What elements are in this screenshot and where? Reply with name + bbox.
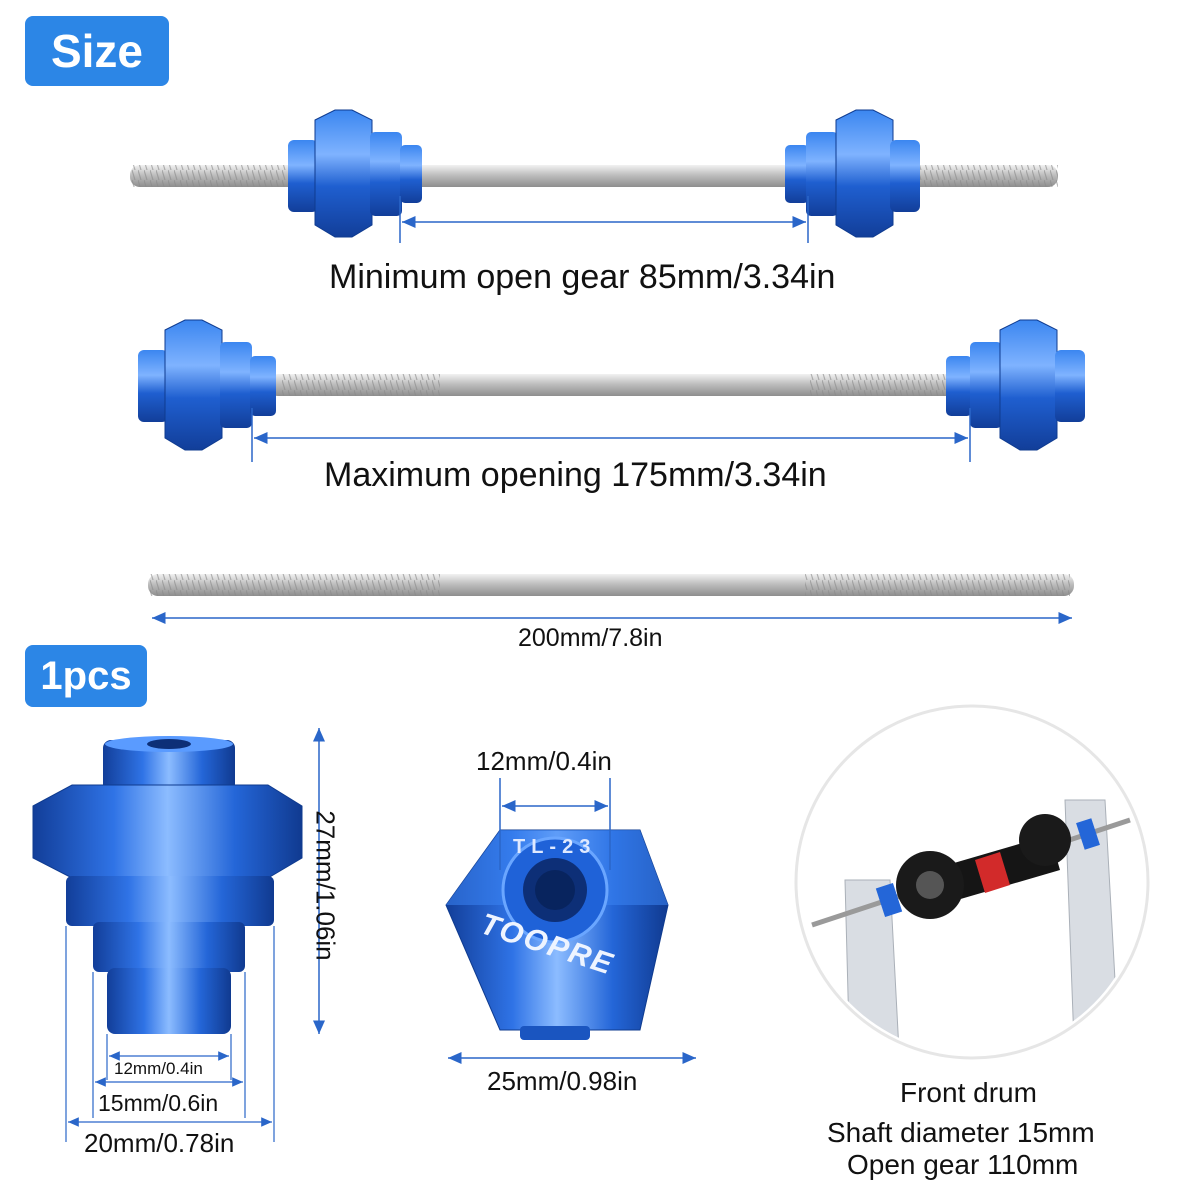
min-open-label: Minimum open gear 85mm/3.34in (329, 258, 836, 296)
cone-height-label: 27mm/1.06in (310, 810, 341, 961)
nut-detail (445, 778, 696, 1064)
rod-length-label: 200mm/7.8in (518, 624, 663, 652)
threaded-rod (148, 574, 1074, 624)
photo-caption-line1: Front drum (900, 1077, 1037, 1108)
cone-d3-label: 20mm/0.78in (84, 1128, 235, 1158)
nut-hole-label: 12mm/0.4in (476, 746, 612, 776)
cone-detail (32, 728, 325, 1142)
photo-caption-line2: Shaft diameter 15mm (827, 1117, 1095, 1148)
photo-caption-line3: Open gear 110mm (847, 1149, 1079, 1180)
axle-min-open (130, 109, 1058, 243)
left-cone-2 (138, 319, 276, 451)
hub-example-photo (794, 704, 1150, 1060)
right-cone-1 (785, 109, 920, 238)
axle-max-open (138, 319, 1085, 462)
cone-d2-label: 15mm/0.6in (98, 1090, 219, 1116)
cone-d1-label: 12mm/0.4in (114, 1059, 203, 1078)
max-open-label: Maximum opening 175mm/3.34in (324, 456, 827, 494)
left-cone-1 (288, 109, 422, 238)
pcs-badge: 1pcs (25, 645, 147, 707)
nut-model-engraving: TL-23 (513, 836, 597, 858)
size-badge: Size (25, 16, 169, 86)
nut-width-label: 25mm/0.98in (487, 1066, 638, 1096)
right-cone-2 (946, 319, 1085, 451)
